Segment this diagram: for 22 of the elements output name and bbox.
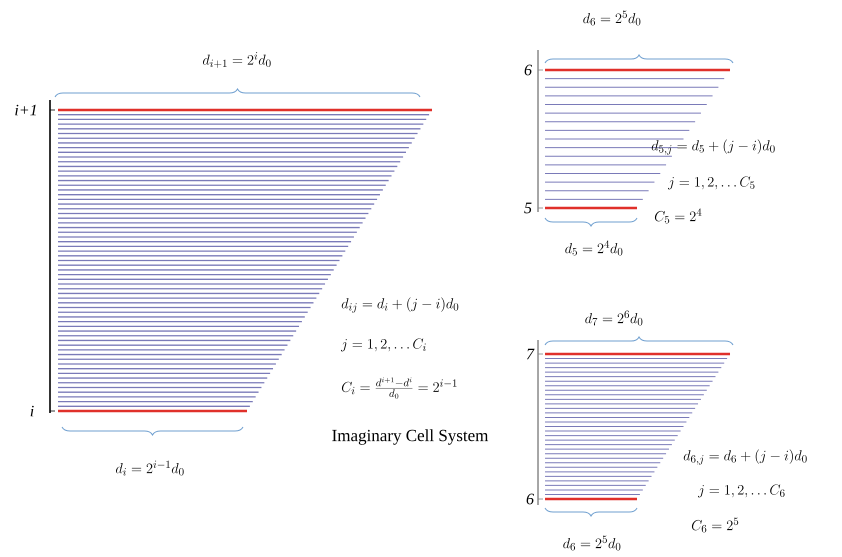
formula: $C_5 = 2^4$: [654, 208, 702, 224]
level-label: 6: [524, 64, 532, 76]
formula: $j = 1, 2, \ldots C_i$: [341, 338, 426, 352]
level-label: 5: [524, 202, 532, 214]
formula: $d_{5,j} = d_5 + (j-i) d_0$: [652, 139, 775, 155]
level-label: i+1: [15, 104, 36, 116]
level-label: 6: [526, 494, 534, 504]
formula: $d_{ij} = d_i + (j-i) d_0$: [342, 297, 458, 313]
formula: $j = 1, 2, \ldots C_6$: [698, 484, 785, 498]
level-label: i: [30, 406, 34, 416]
caption: Imaginary Cell System: [332, 429, 488, 445]
formula: $d_7 = 2^6 d_0$: [585, 310, 642, 326]
formula: $C_i = \frac{d^{i+1} - d^{i}}{d_0} = 2^{i-1}$: [342, 378, 457, 399]
formula: $d_5 = 2^4 d_0$: [565, 240, 622, 256]
level-label: 7: [526, 348, 535, 360]
formula: $j = 1, 2, \ldots C_5$: [668, 176, 754, 190]
formula: $d_6 = 2^5 d_0$: [563, 536, 620, 550]
formula: $d_6 = 2^5 d_0$: [583, 10, 640, 26]
formula: $d_i = 2^{i-1} d_0$: [116, 460, 184, 476]
formula: $C_6 = 2^5$: [692, 518, 738, 532]
formula: $d_{6,j} = d_6 + (j-i) d_0$: [684, 449, 807, 465]
formula: $d_{i+1} = 2^{i} d_0$: [203, 52, 271, 68]
